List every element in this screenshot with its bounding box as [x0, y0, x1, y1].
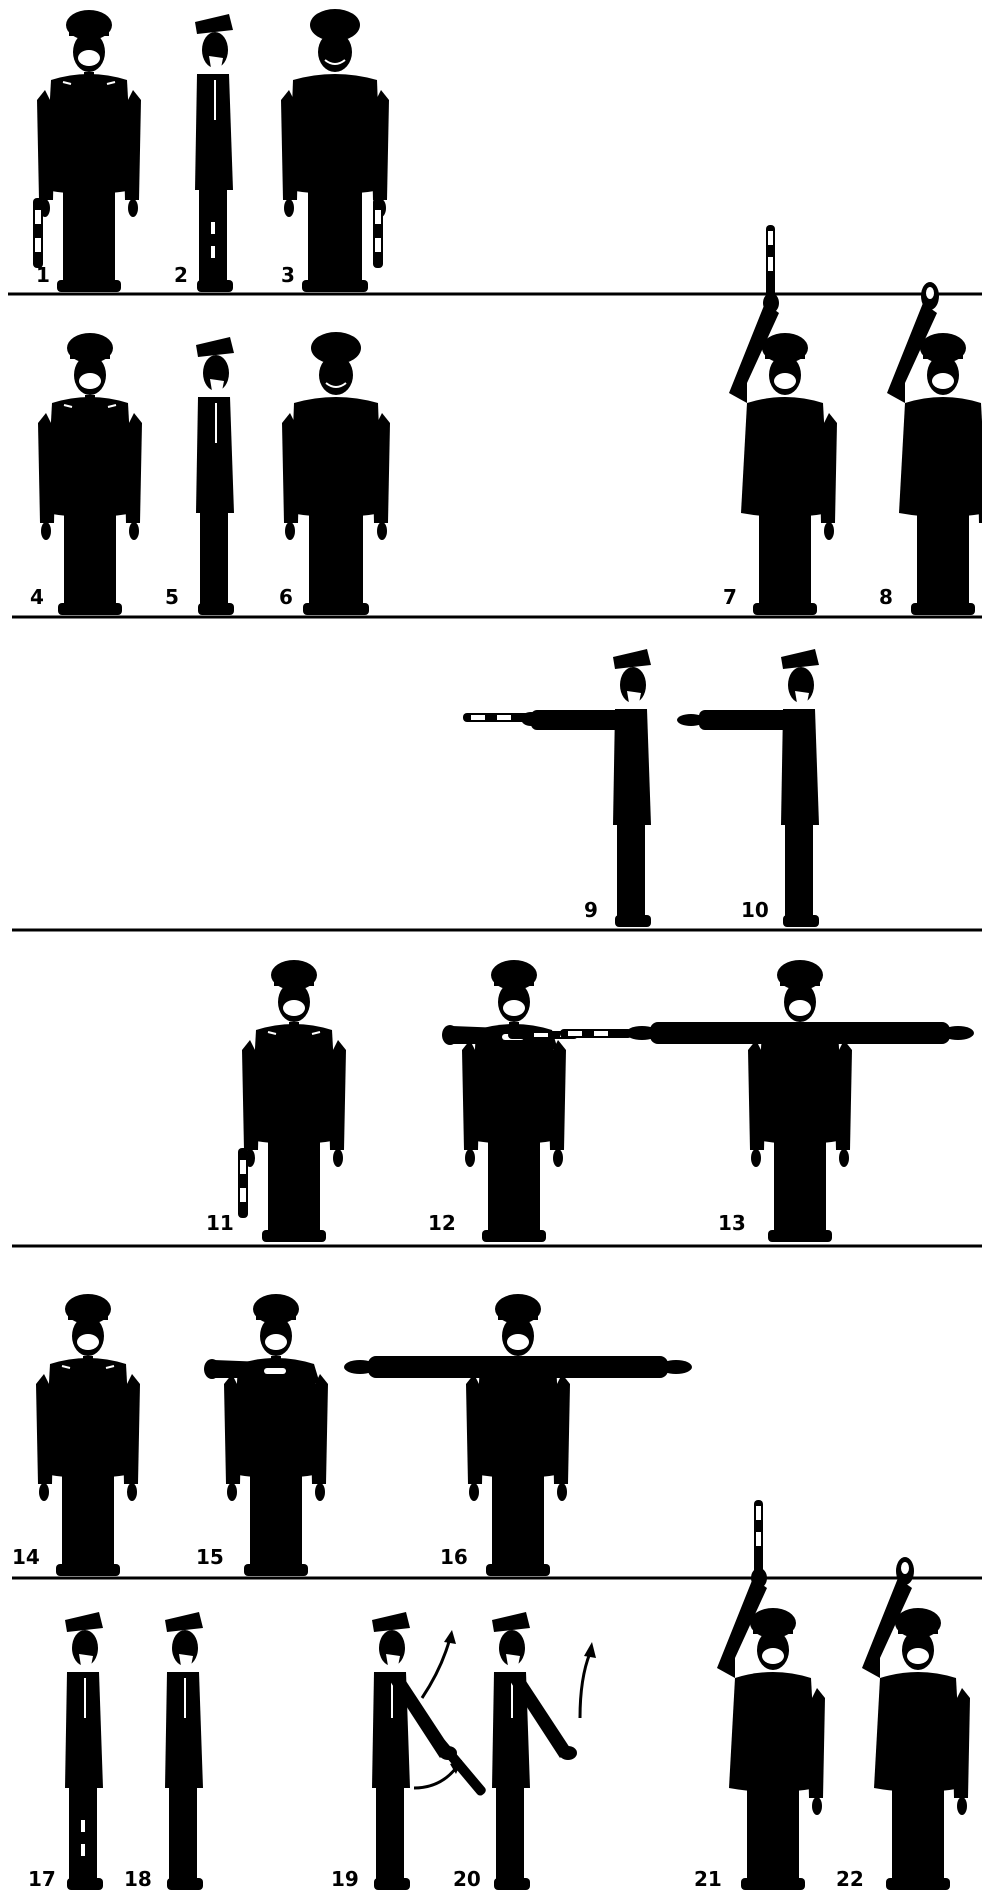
hand-icon — [677, 714, 705, 726]
figure-12 — [442, 960, 578, 1242]
figure-label-11: 11 — [206, 1211, 234, 1235]
figure-9 — [463, 649, 651, 927]
figure-label-9: 9 — [584, 898, 598, 922]
raised-hand-icon — [921, 282, 939, 310]
figure-21 — [717, 1500, 825, 1890]
baton-icon — [763, 225, 779, 313]
front-figure-body — [37, 10, 141, 292]
baton-icon — [79, 1808, 87, 1878]
front-figure-body — [729, 303, 837, 615]
arms-spread-icon — [344, 1356, 692, 1378]
figure-22 — [862, 1557, 970, 1890]
baton-icon — [373, 198, 383, 268]
front-figure-body — [862, 1578, 970, 1890]
figure-17 — [65, 1612, 103, 1890]
figure-label-22: 22 — [836, 1867, 864, 1891]
figure-label-2: 2 — [174, 263, 188, 287]
baton-icon — [238, 1148, 248, 1218]
figure-4 — [38, 333, 142, 615]
figure-6 — [282, 332, 390, 615]
figure-20 — [492, 1612, 596, 1890]
figure-label-14: 14 — [12, 1545, 40, 1569]
figure-label-19: 19 — [331, 1867, 359, 1891]
side-figure-body — [492, 1612, 530, 1890]
figure-label-7: 7 — [723, 585, 737, 609]
arms-spread-icon — [626, 1022, 974, 1044]
figure-7 — [729, 225, 837, 615]
figure-label-6: 6 — [279, 585, 293, 609]
figure-label-3: 3 — [281, 263, 295, 287]
figure-label-20: 20 — [453, 1867, 481, 1891]
figure-1 — [33, 10, 141, 292]
figure-label-16: 16 — [440, 1545, 468, 1569]
figure-label-18: 18 — [124, 1867, 152, 1891]
side-figure-body — [531, 649, 651, 927]
figure-8 — [887, 282, 982, 615]
front-figure-body — [748, 960, 852, 1242]
front-figure-body — [887, 303, 982, 615]
baton-icon — [435, 1737, 488, 1797]
figure-16 — [344, 1294, 692, 1576]
figure-label-4: 4 — [30, 585, 44, 609]
baton-icon — [209, 210, 217, 280]
figure-14 — [36, 1294, 140, 1576]
figure-5 — [196, 337, 234, 615]
figure-label-10: 10 — [741, 898, 769, 922]
baton-icon — [33, 198, 43, 268]
figure-label-13: 13 — [718, 1211, 746, 1235]
front-figure-body — [466, 1294, 570, 1576]
figure-label-12: 12 — [428, 1211, 456, 1235]
front-figure-body — [224, 1294, 328, 1576]
figure-2 — [195, 14, 233, 292]
raised-hand-icon — [896, 1557, 914, 1585]
figure-label-15: 15 — [196, 1545, 224, 1569]
baton-icon — [560, 1029, 632, 1038]
front-figure-body — [462, 960, 566, 1242]
figure-13 — [560, 960, 974, 1242]
figure-label-17: 17 — [28, 1867, 56, 1891]
figure-label-21: 21 — [694, 1867, 722, 1891]
back-figure-body — [281, 9, 389, 292]
figure-3 — [281, 9, 389, 292]
figure-10 — [677, 649, 819, 927]
side-figure-body — [699, 649, 819, 927]
figure-11 — [238, 960, 346, 1242]
figure-label-1: 1 — [36, 263, 50, 287]
side-figure-body — [372, 1612, 410, 1890]
motion-arrow-icon — [580, 1642, 596, 1718]
figure-15 — [204, 1294, 328, 1576]
figure-19 — [372, 1612, 487, 1890]
front-figure-body — [242, 960, 346, 1242]
front-figure-body — [717, 1578, 825, 1890]
figure-label-8: 8 — [879, 585, 893, 609]
baton-icon — [463, 712, 541, 726]
figure-18 — [165, 1612, 203, 1890]
figure-label-5: 5 — [165, 585, 179, 609]
baton-icon — [751, 1500, 767, 1588]
